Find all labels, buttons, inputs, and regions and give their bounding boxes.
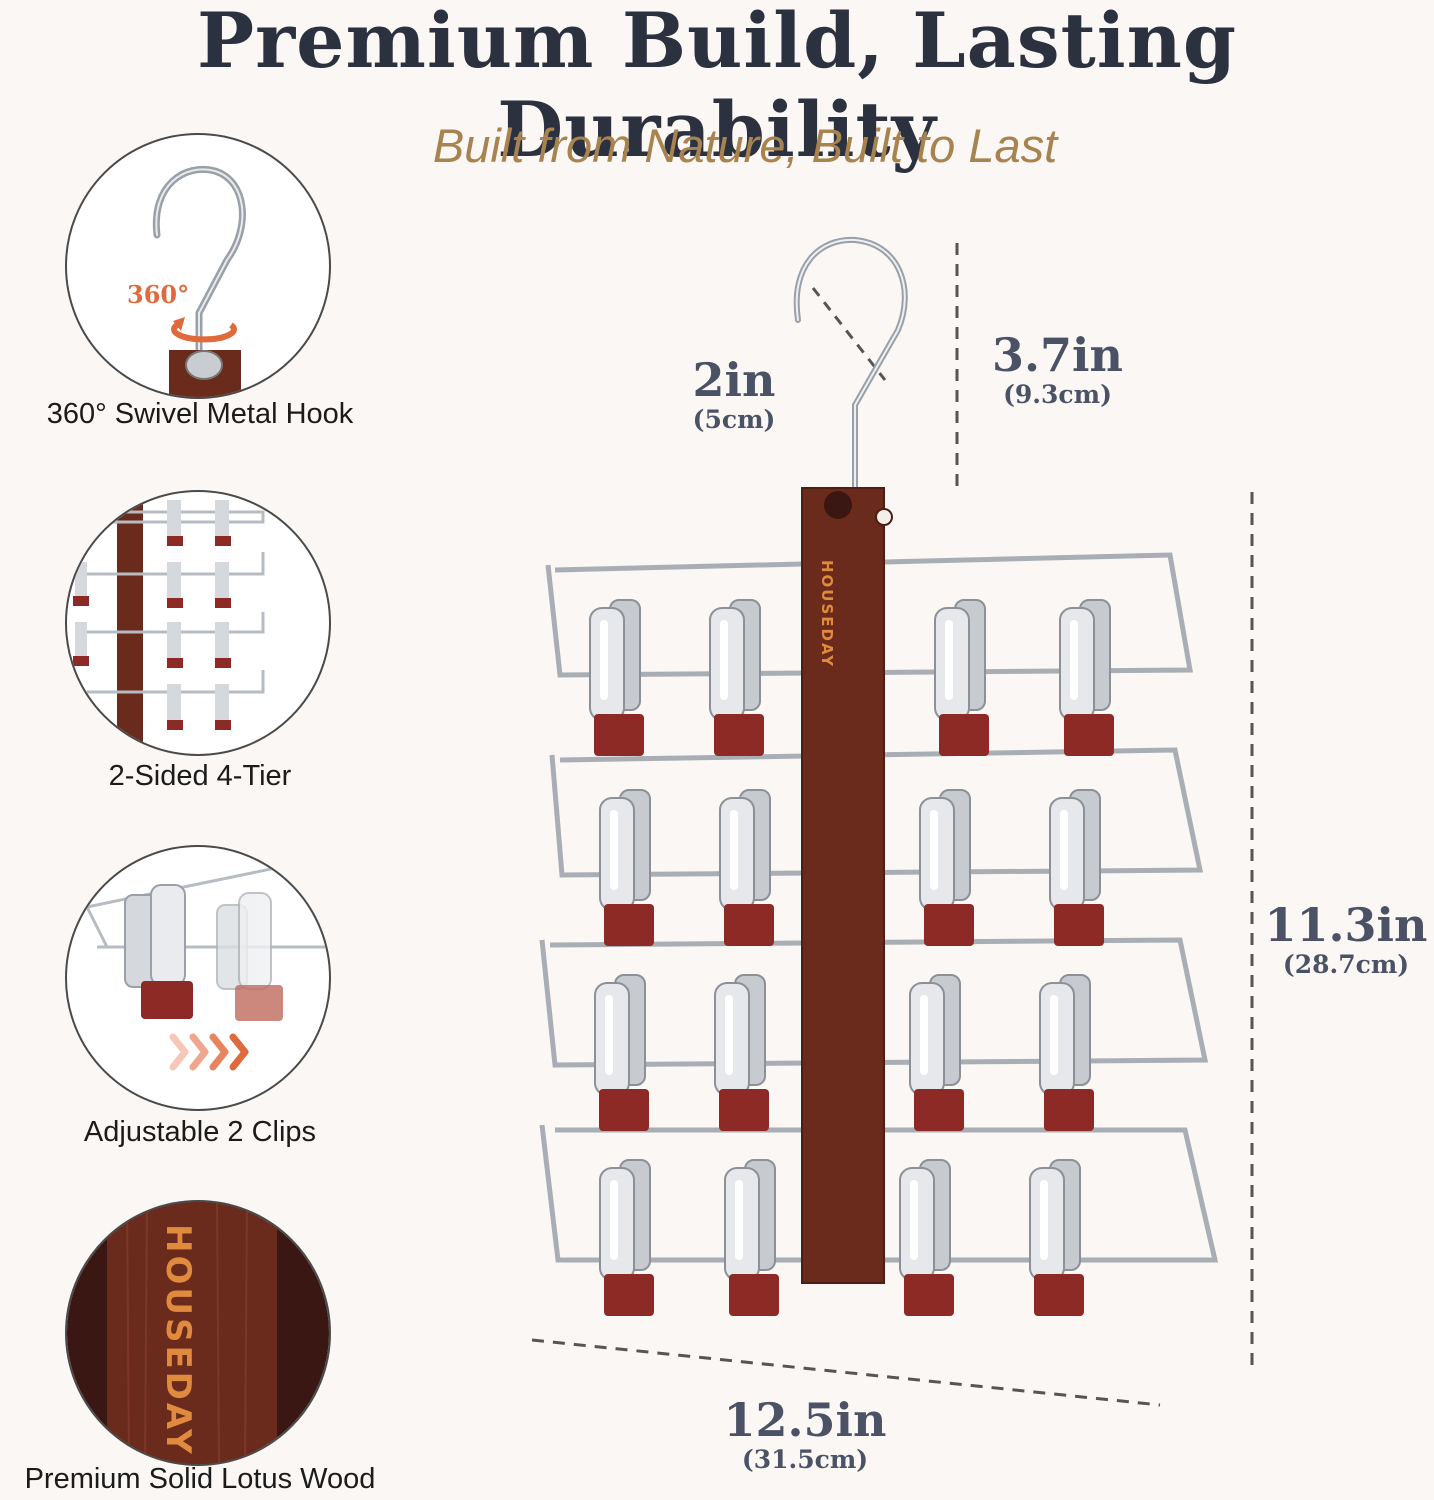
feature-clip-circle xyxy=(65,845,331,1111)
chevrons-right-icon xyxy=(169,1033,249,1071)
dimension-width: 12.5in (31.5cm) xyxy=(710,1395,900,1475)
clip xyxy=(919,789,974,946)
tiers-icon xyxy=(73,492,265,754)
swivel-hook-icon: 360° xyxy=(127,165,246,397)
height-cm: (28.7cm) xyxy=(1282,950,1410,979)
wood-brand-text: HOUSEDAY xyxy=(158,1224,198,1457)
hook-height-inch: 3.7in xyxy=(992,328,1123,382)
clip xyxy=(1049,789,1104,946)
page-subtitle: Built from Nature, Built to Last xyxy=(432,119,1058,172)
hanger-illustration: HOUSEDAY xyxy=(539,236,1219,1316)
feature-tier-circle xyxy=(65,490,331,756)
feature-label-hook: 360° Swivel Metal Hook xyxy=(46,398,354,430)
clip xyxy=(719,789,774,946)
adjustable-clips-icon xyxy=(85,855,329,1071)
clip xyxy=(594,974,649,1131)
feature-hook-circle: 360° xyxy=(65,133,331,399)
width-cm: (31.5cm) xyxy=(741,1445,869,1474)
dimension-hook-height: 3.7in (9.3cm) xyxy=(975,330,1140,410)
feature-wood-circle: HOUSEDAY xyxy=(65,1200,331,1466)
clip xyxy=(1039,974,1094,1131)
clip xyxy=(1059,599,1114,756)
clip xyxy=(909,974,964,1131)
feature-label-tier: 2-Sided 4-Tier xyxy=(108,760,292,792)
height-inch: 11.3in xyxy=(1264,898,1428,952)
clip xyxy=(599,789,654,946)
feature-label-wood: Premium Solid Lotus Wood xyxy=(24,1463,376,1495)
clip xyxy=(724,1159,779,1316)
feature-label-clip: Adjustable 2 Clips xyxy=(83,1116,317,1148)
page-title: Premium Build, Lasting Durability xyxy=(196,0,1238,174)
hook-width-inch: 2in xyxy=(692,353,776,407)
clip xyxy=(899,1159,954,1316)
dimension-height: 11.3in (28.7cm) xyxy=(1256,900,1434,980)
clip xyxy=(709,599,764,756)
clip xyxy=(589,599,644,756)
hook-width-cm: (5cm) xyxy=(692,405,776,434)
clip xyxy=(1029,1159,1084,1316)
swivel-badge: 360° xyxy=(127,280,189,309)
hook-height-cm: (9.3cm) xyxy=(1003,380,1112,409)
clip xyxy=(934,599,989,756)
hanger-brand-text: HOUSEDAY xyxy=(818,560,836,668)
clip xyxy=(714,974,769,1131)
wood-grain-icon: HOUSEDAY xyxy=(67,1202,329,1464)
width-inch: 12.5in xyxy=(723,1393,887,1447)
dimension-hook-width: 2in (5cm) xyxy=(664,355,804,435)
clip xyxy=(599,1159,654,1316)
